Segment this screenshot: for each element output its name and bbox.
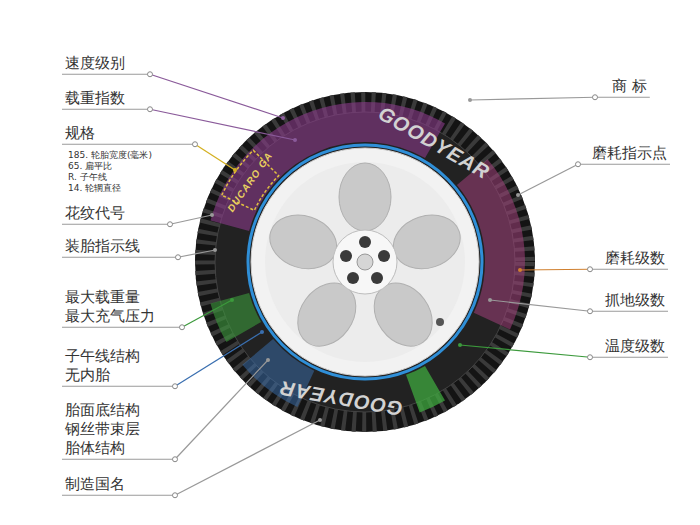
leader-end: [318, 418, 322, 422]
leader-end: [468, 98, 472, 102]
part-label: 最大载重量: [65, 289, 140, 306]
leader-end: [266, 358, 270, 362]
leader-dot: [588, 309, 593, 314]
leader-dot: [593, 95, 598, 100]
part-label: 胎体结构: [65, 440, 125, 457]
leader-line: [182, 300, 232, 327]
label-underline: [62, 109, 150, 110]
leader-end: [518, 268, 522, 272]
leader-line: [178, 250, 215, 257]
leader-line: [175, 332, 262, 386]
leader-line: [170, 215, 212, 224]
leader-dot: [180, 325, 185, 330]
part-label: 磨耗指示点: [592, 145, 667, 162]
leader-dot: [173, 384, 178, 389]
part-label: 温度级数: [605, 338, 665, 355]
label-underline: [62, 224, 170, 225]
part-label: 制造国名: [65, 476, 125, 493]
leader-dot: [173, 493, 178, 498]
label-underline: [590, 357, 668, 358]
leader-end: [260, 330, 264, 334]
leader-end: [230, 298, 234, 302]
label-underline: [595, 97, 650, 98]
leader-end: [233, 168, 237, 172]
leader-line: [195, 144, 235, 170]
leader-dot: [176, 255, 181, 260]
leader-end: [210, 213, 214, 217]
label-underline: [62, 495, 175, 496]
leader-line: [460, 345, 590, 357]
part-label: 185. 轮胎宽度(毫米): [68, 150, 152, 160]
part-label: 无内胎: [65, 367, 110, 384]
label-underline: [590, 269, 668, 270]
leader-dot: [148, 72, 153, 77]
leader-dot: [576, 162, 581, 167]
leader-line: [520, 269, 590, 271]
label-underline: [62, 257, 178, 258]
leader-dot: [193, 142, 198, 147]
part-label: 商 标: [612, 78, 647, 95]
part-label: 最大充气压力: [65, 308, 155, 325]
leader-end: [293, 138, 297, 142]
part-label: 钢丝带束层: [65, 421, 140, 438]
leader-dot: [168, 222, 173, 227]
part-label: 规格: [65, 125, 95, 142]
label-underline: [578, 164, 670, 165]
leader-line: [150, 109, 295, 140]
part-label: 速度级别: [65, 55, 125, 72]
leader-line: [150, 74, 283, 118]
leader-dot: [148, 107, 153, 112]
leader-line: [175, 360, 268, 459]
part-label: 抓地级数: [605, 292, 665, 309]
part-label: 胎面底结构: [65, 402, 140, 419]
leader-dot: [588, 267, 593, 272]
label-underline: [62, 327, 182, 328]
part-label: 65. 扁平比: [68, 161, 112, 171]
leader-line: [518, 164, 578, 195]
label-underline: [590, 311, 668, 312]
part-label: R. 子午线: [68, 172, 107, 182]
leader-line: [470, 97, 595, 100]
label-underline: [62, 459, 175, 460]
label-underline: [62, 386, 175, 387]
part-label: 载重指数: [65, 90, 125, 107]
leader-end: [213, 248, 217, 252]
part-label: 14. 轮辋直径: [68, 183, 121, 193]
leader-end: [488, 298, 492, 302]
part-label: 装胎指示线: [65, 238, 140, 255]
leader-end: [281, 116, 285, 120]
leader-end: [516, 193, 520, 197]
label-underline: [62, 74, 150, 75]
part-label: 磨耗级数: [605, 250, 665, 267]
leader-dot: [173, 457, 178, 462]
leader-end: [458, 343, 462, 347]
leader-line: [490, 300, 590, 311]
leader-line: [175, 420, 320, 495]
leader-dot: [588, 355, 593, 360]
part-label: 花纹代号: [65, 205, 125, 222]
label-underline: [62, 144, 195, 145]
part-label: 子午线结构: [65, 348, 140, 365]
